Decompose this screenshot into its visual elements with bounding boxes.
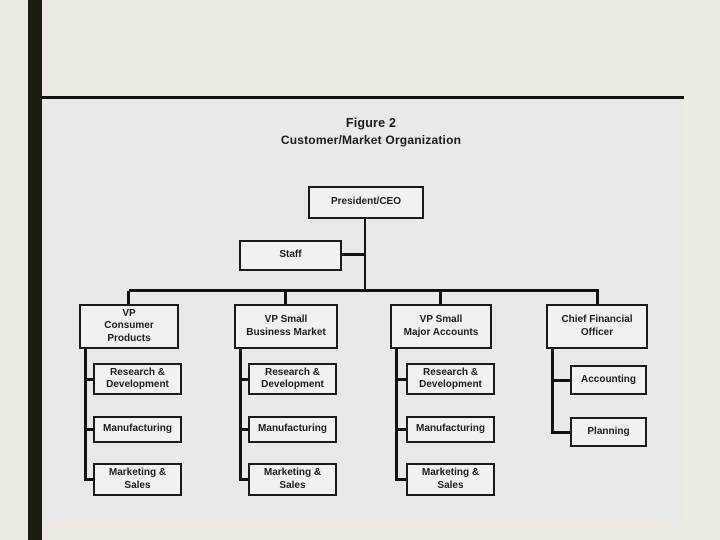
left-accent-bar — [28, 0, 42, 540]
org-box-col2-manufacturing: Manufacturing — [248, 416, 337, 443]
connector-staff-stub — [342, 253, 365, 256]
connector-vp2-stub — [284, 291, 287, 304]
org-box-col1-manufacturing: Manufacturing — [93, 416, 182, 443]
connector-col2-stub-2 — [239, 428, 248, 431]
connector-col2-stub-1 — [239, 378, 248, 381]
connector-vp1-stub — [127, 291, 130, 304]
connector-col3-stub-2 — [395, 428, 406, 431]
connector-col3-vertical — [395, 349, 398, 481]
org-chart-panel: Figure 2 Customer/Market Organization Pr… — [42, 96, 684, 523]
connector-col4-stub-1 — [551, 379, 570, 382]
org-box-col3-research-development: Research & Development — [406, 363, 495, 395]
org-box-col3-manufacturing: Manufacturing — [406, 416, 495, 443]
org-box-staff: Staff — [239, 240, 342, 271]
connector-col4-vertical — [551, 349, 554, 434]
connector-col4-stub-2 — [551, 431, 570, 434]
connector-ceo-drop — [364, 219, 366, 290]
connector-distribution-line — [129, 289, 599, 292]
org-box-vp-consumer-products: VP Consumer Products — [79, 304, 179, 349]
org-box-col3-marketing-sales: Marketing & Sales — [406, 463, 495, 496]
connector-col2-stub-3 — [239, 478, 248, 481]
org-box-col1-research-development: Research & Development — [93, 363, 182, 395]
org-box-col2-marketing-sales: Marketing & Sales — [248, 463, 337, 496]
org-box-col1-marketing-sales: Marketing & Sales — [93, 463, 182, 496]
connector-col1-vertical — [84, 349, 87, 481]
connector-vp4-stub — [596, 291, 599, 304]
org-box-col4-accounting: Accounting — [570, 365, 647, 395]
org-box-col4-planning: Planning — [570, 417, 647, 447]
figure-title: Figure 2 — [345, 116, 397, 130]
connector-col2-vertical — [239, 349, 242, 481]
connector-col1-stub-3 — [84, 478, 93, 481]
connector-vp3-stub — [439, 291, 442, 304]
connector-col1-stub-1 — [84, 378, 93, 381]
org-box-chief-financial-officer: Chief Financial Officer — [546, 304, 648, 349]
connector-col1-stub-2 — [84, 428, 93, 431]
org-box-col2-research-development: Research & Development — [248, 363, 337, 395]
connector-col3-stub-3 — [395, 478, 406, 481]
org-box-vp-small-business-market: VP Small Business Market — [234, 304, 338, 349]
connector-col3-stub-1 — [395, 378, 406, 381]
org-box-vp-small-major-accounts: VP Small Major Accounts — [390, 304, 492, 349]
org-box-president-ceo: President/CEO — [308, 186, 424, 219]
figure-subtitle: Customer/Market Organization — [280, 133, 462, 147]
